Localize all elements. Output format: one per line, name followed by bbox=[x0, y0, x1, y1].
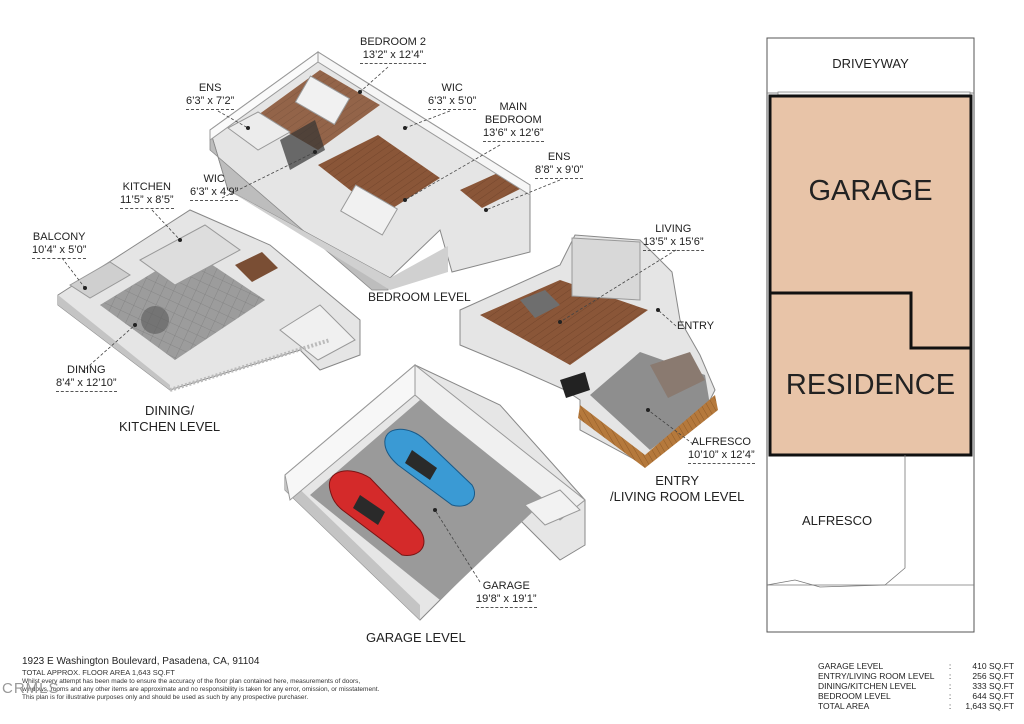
area-row: BEDROOM LEVEL : 644 SQ.FT bbox=[818, 691, 1014, 701]
watermark-logo: CRMLS bbox=[2, 680, 60, 697]
room-dimensions: 8’8” x 9’0” bbox=[535, 164, 584, 179]
bedroom-level-model bbox=[209, 51, 531, 291]
area-separator: : bbox=[948, 661, 952, 671]
area-separator: : bbox=[948, 671, 952, 681]
room-name: WIC bbox=[441, 82, 463, 94]
room-label-alfresco: ALFRESCO 10’10” x 12’4” bbox=[688, 436, 755, 464]
level-label-line: /LIVING ROOM LEVEL bbox=[610, 489, 745, 504]
leader-dots bbox=[83, 90, 660, 512]
dining-kitchen-level-model bbox=[57, 209, 361, 392]
level-label-garage: GARAGE LEVEL bbox=[366, 630, 466, 645]
room-label-main-bedroom: MAIN BEDROOM 13’6” x 12’6” bbox=[483, 101, 544, 142]
room-dimensions: 6’3” x 5’0” bbox=[428, 95, 477, 110]
site-label-garage: GARAGE bbox=[808, 175, 933, 207]
level-label-line: DINING/ bbox=[145, 403, 195, 418]
room-label-wic-2: WIC 6’3” x 4’9” bbox=[190, 173, 239, 201]
area-separator: : bbox=[948, 701, 952, 711]
area-row: TOTAL AREA : 1,643 SQ.FT bbox=[818, 701, 1014, 711]
room-name: BALCONY bbox=[32, 231, 86, 243]
room-name: BEDROOM bbox=[484, 114, 542, 126]
room-label-balcony: BALCONY 10’4” x 5’0” bbox=[32, 231, 87, 259]
disclaimer-line: This plan is for illustrative purposes o… bbox=[22, 694, 309, 701]
level-label-entry-living: ENTRY /LIVING ROOM LEVEL bbox=[610, 473, 744, 505]
blue-car bbox=[384, 428, 475, 507]
room-name: BEDROOM 2 bbox=[360, 36, 427, 48]
level-label-line: KITCHEN LEVEL bbox=[119, 419, 221, 434]
area-separator: : bbox=[948, 691, 952, 701]
red-car bbox=[328, 470, 425, 556]
room-name: LIVING bbox=[655, 223, 692, 235]
room-name: MAIN bbox=[499, 101, 528, 113]
area-row: ENTRY/LIVING ROOM LEVEL : 256 SQ.FT bbox=[818, 671, 1014, 681]
room-name: ENS bbox=[547, 151, 571, 163]
room-dimensions: 13’5” x 15’6” bbox=[643, 236, 704, 251]
area-level: TOTAL AREA bbox=[818, 701, 870, 711]
room-dimensions: 8’4” x 12’10” bbox=[56, 377, 117, 392]
level-label-bedroom: BEDROOM LEVEL bbox=[368, 290, 471, 304]
room-name: WIC bbox=[203, 173, 225, 185]
area-level: GARAGE LEVEL bbox=[818, 661, 884, 671]
area-value: 410 SQ.FT bbox=[972, 661, 1014, 671]
room-dimensions: 6’3” x 4’9” bbox=[190, 186, 239, 201]
area-row: GARAGE LEVEL : 410 SQ.FT bbox=[818, 661, 1014, 671]
site-plan bbox=[766, 37, 975, 633]
room-label-bedroom-2: BEDROOM 2 13’2” x 12’4” bbox=[360, 36, 427, 64]
room-name: ALFRESCO bbox=[691, 436, 751, 448]
room-name: ENTRY bbox=[677, 320, 715, 332]
room-dimensions: 13’6” x 12’6” bbox=[483, 127, 544, 142]
level-label-dining-kitchen: DINING/ KITCHEN LEVEL bbox=[119, 403, 220, 435]
property-address: 1923 E Washington Boulevard, Pasadena, C… bbox=[22, 656, 260, 667]
garage-level-model bbox=[284, 363, 586, 621]
room-label-dining: DINING 8’4” x 12’10” bbox=[56, 364, 117, 392]
level-label-line: ENTRY bbox=[655, 473, 700, 488]
area-level: ENTRY/LIVING ROOM LEVEL bbox=[818, 671, 935, 681]
area-separator: : bbox=[948, 681, 952, 691]
room-name: ENS bbox=[198, 82, 222, 94]
room-label-ens-1: ENS 6’3” x 7’2” bbox=[186, 82, 235, 110]
area-value: 644 SQ.FT bbox=[972, 691, 1014, 701]
room-label-garage: GARAGE 19’8” x 19’1” bbox=[476, 580, 537, 608]
footer-info: 1923 E Washington Boulevard, Pasadena, C… bbox=[22, 656, 442, 702]
area-level: BEDROOM LEVEL bbox=[818, 691, 891, 701]
room-name: KITCHEN bbox=[122, 181, 171, 193]
room-label-ens-2: ENS 8’8” x 9’0” bbox=[535, 151, 584, 179]
site-label-alfresco: ALFRESCO bbox=[802, 513, 873, 528]
room-label-entry: ENTRY bbox=[677, 320, 714, 333]
room-dimensions: 6’3” x 7’2” bbox=[186, 95, 235, 110]
room-dimensions: 10’10” x 12’4” bbox=[688, 449, 755, 464]
site-residence-block bbox=[768, 291, 973, 457]
room-label-kitchen: KITCHEN 11’5” x 8’5” bbox=[120, 181, 174, 209]
area-row: DINING/KITCHEN LEVEL : 333 SQ.FT bbox=[818, 681, 1014, 691]
room-dimensions: 19’8” x 19’1” bbox=[476, 593, 537, 608]
room-label-wic-1: WIC 6’3” x 5’0” bbox=[428, 82, 477, 110]
disclaimer-line: windows, rooms and any other items are a… bbox=[22, 686, 380, 693]
total-floor-area: TOTAL APPROX. FLOOR AREA 1,643 SQ.FT bbox=[22, 668, 175, 677]
site-label-driveway: DRIVEYWAY bbox=[832, 56, 909, 71]
area-level: DINING/KITCHEN LEVEL bbox=[818, 681, 917, 691]
disclaimer-line: Whilst every attempt has been made to en… bbox=[22, 678, 361, 685]
room-name: DINING bbox=[67, 364, 106, 376]
room-dimensions: 10’4” x 5’0” bbox=[32, 244, 87, 259]
site-label-residence: RESIDENCE bbox=[785, 369, 956, 401]
room-dimensions: 13’2” x 12’4” bbox=[360, 49, 427, 64]
area-value: 1,643 SQ.FT bbox=[965, 701, 1014, 711]
area-value: 333 SQ.FT bbox=[972, 681, 1014, 691]
area-table: GARAGE LEVEL : 410 SQ.FT ENTRY/LIVING RO… bbox=[818, 661, 1014, 711]
room-dimensions: 11’5” x 8’5” bbox=[120, 194, 174, 209]
room-label-living: LIVING 13’5” x 15’6” bbox=[643, 223, 704, 251]
leader-lines bbox=[61, 66, 694, 583]
entry-living-level-model bbox=[459, 234, 718, 468]
room-name: GARAGE bbox=[482, 580, 530, 592]
area-value: 256 SQ.FT bbox=[972, 671, 1014, 681]
